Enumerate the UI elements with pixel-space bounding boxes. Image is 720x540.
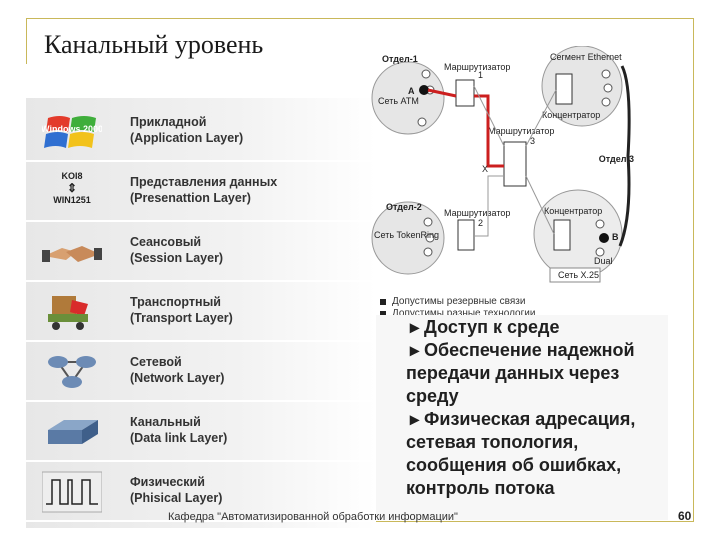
frame-right-line — [693, 18, 694, 522]
page-number: 60 — [678, 509, 692, 523]
router1-label: Маршрутизатор — [444, 62, 510, 72]
dept3-label: Отдел 3 — [599, 154, 634, 164]
layer-english: (Presenattion Layer) — [130, 191, 251, 205]
layer-transport: Транспортный (Transport Layer) — [26, 284, 376, 342]
layer-name: Представления данных — [130, 175, 278, 189]
windows-logo-icon: Windows 2000 — [42, 116, 102, 148]
layer-presentation: KOI8 ⇕ WIN1251 Представления данных (Pres… — [26, 164, 376, 222]
legend-text: Допустимы резервные связи — [392, 296, 526, 307]
segment-label: Сегмент Ethernet — [550, 52, 622, 62]
bullet-item: ▸ Доступ к среде — [410, 317, 560, 337]
bullet-continuation: среду — [406, 386, 459, 406]
layer-name: Сетевой — [130, 355, 182, 369]
routers-icon — [48, 356, 96, 388]
windows-logo-text: Windows 2000 — [42, 124, 102, 134]
bullet-continuation: контроль потока — [406, 478, 555, 498]
point-b-dot — [599, 233, 609, 243]
diagram-legend: Допустимы резервные связи Допустимы разн… — [380, 296, 535, 320]
layer-name: Транспортный — [130, 295, 221, 309]
layer-english: (Transport Layer) — [130, 311, 233, 325]
layer-name: Физический — [130, 475, 205, 489]
bullet-continuation: передачи данных через — [406, 363, 620, 383]
layer-network: Сетевой (Network Layer) — [26, 344, 376, 402]
legend-item: Допустимы разные технологии — [380, 308, 535, 320]
point-a-dot — [419, 85, 429, 95]
handshake-icon — [42, 246, 102, 262]
hub1-label: Концентратор — [542, 110, 600, 120]
legend-marker — [380, 311, 386, 317]
encoding-bottom: WIN1251 — [53, 195, 91, 205]
layer-english: (Network Layer) — [130, 371, 225, 385]
net-token-label: Сеть TokenRing — [374, 230, 439, 240]
legend-marker — [380, 299, 386, 305]
layer-name: Сеансовый — [130, 235, 202, 249]
net-atm-label: Сеть ATM — [378, 96, 419, 106]
layer-english: (Session Layer) — [130, 251, 224, 265]
layer-application: Windows 2000 Прикладной (Application Laye… — [26, 104, 376, 162]
legend-item: Допустимы резервные связи — [380, 296, 535, 308]
layer-english: (Application Layer) — [130, 131, 244, 145]
slide-footer: Кафедра "Автоматизированной обработки ин… — [168, 511, 458, 523]
net-x25-label: Сеть X.25 — [558, 270, 599, 280]
switch-icon — [48, 420, 98, 444]
bullet-item: ▸ Физическая адресация, — [410, 409, 636, 429]
layer-english: (Phisical Layer) — [130, 491, 223, 505]
delivery-cart-icon — [48, 296, 88, 330]
router2-num: 2 — [478, 218, 483, 228]
layer-name: Канальный — [130, 415, 201, 429]
router2-label: Маршрутизатор — [444, 208, 510, 218]
layer-physical: Физический (Phisical Layer) — [26, 464, 376, 522]
router3-label: Маршрутизатор — [488, 126, 554, 136]
frame-left-line — [26, 18, 27, 64]
frame-top-line — [26, 18, 694, 19]
layer-english: (Data link Layer) — [130, 431, 228, 445]
layer-name: Прикладной — [130, 115, 207, 129]
legend-text: Допустимы разные технологии — [392, 308, 536, 319]
encoding-icon: KOI8 ⇕ WIN1251 — [42, 170, 102, 214]
slide-title: Канальный уровень — [44, 30, 264, 59]
point-a-label: A — [408, 86, 415, 96]
hub2-label: Концентратор — [544, 206, 602, 216]
bullets-panel: ▸ Доступ к среде ▸ Обеспечение надежной … — [376, 315, 668, 520]
point-b-label: B — [612, 232, 619, 242]
layer-session: Сеансовый (Session Layer) — [26, 224, 376, 282]
encoding-top: KOI8 — [61, 171, 83, 181]
signal-wave-icon — [42, 471, 102, 513]
router1-num: 1 — [478, 70, 483, 80]
dept1-label: Отдел-1 — [382, 54, 418, 64]
bullet-item: ▸ Обеспечение надежной — [410, 340, 635, 360]
bullet-continuation: сообщения об ошибках, — [406, 455, 622, 475]
network-diagram: Отдел-1 A Сеть ATM Маршрутизатор 1 Маршр… — [371, 46, 634, 283]
dept2-label: Отдел-2 — [386, 202, 422, 212]
bullet-continuation: сетевая топология, — [406, 432, 579, 452]
layer-datalink: Канальный (Data link Layer) — [26, 404, 376, 462]
mux-label: Dual — [594, 256, 613, 266]
router3-num: 3 — [530, 136, 535, 146]
x-mark: X — [482, 164, 488, 174]
